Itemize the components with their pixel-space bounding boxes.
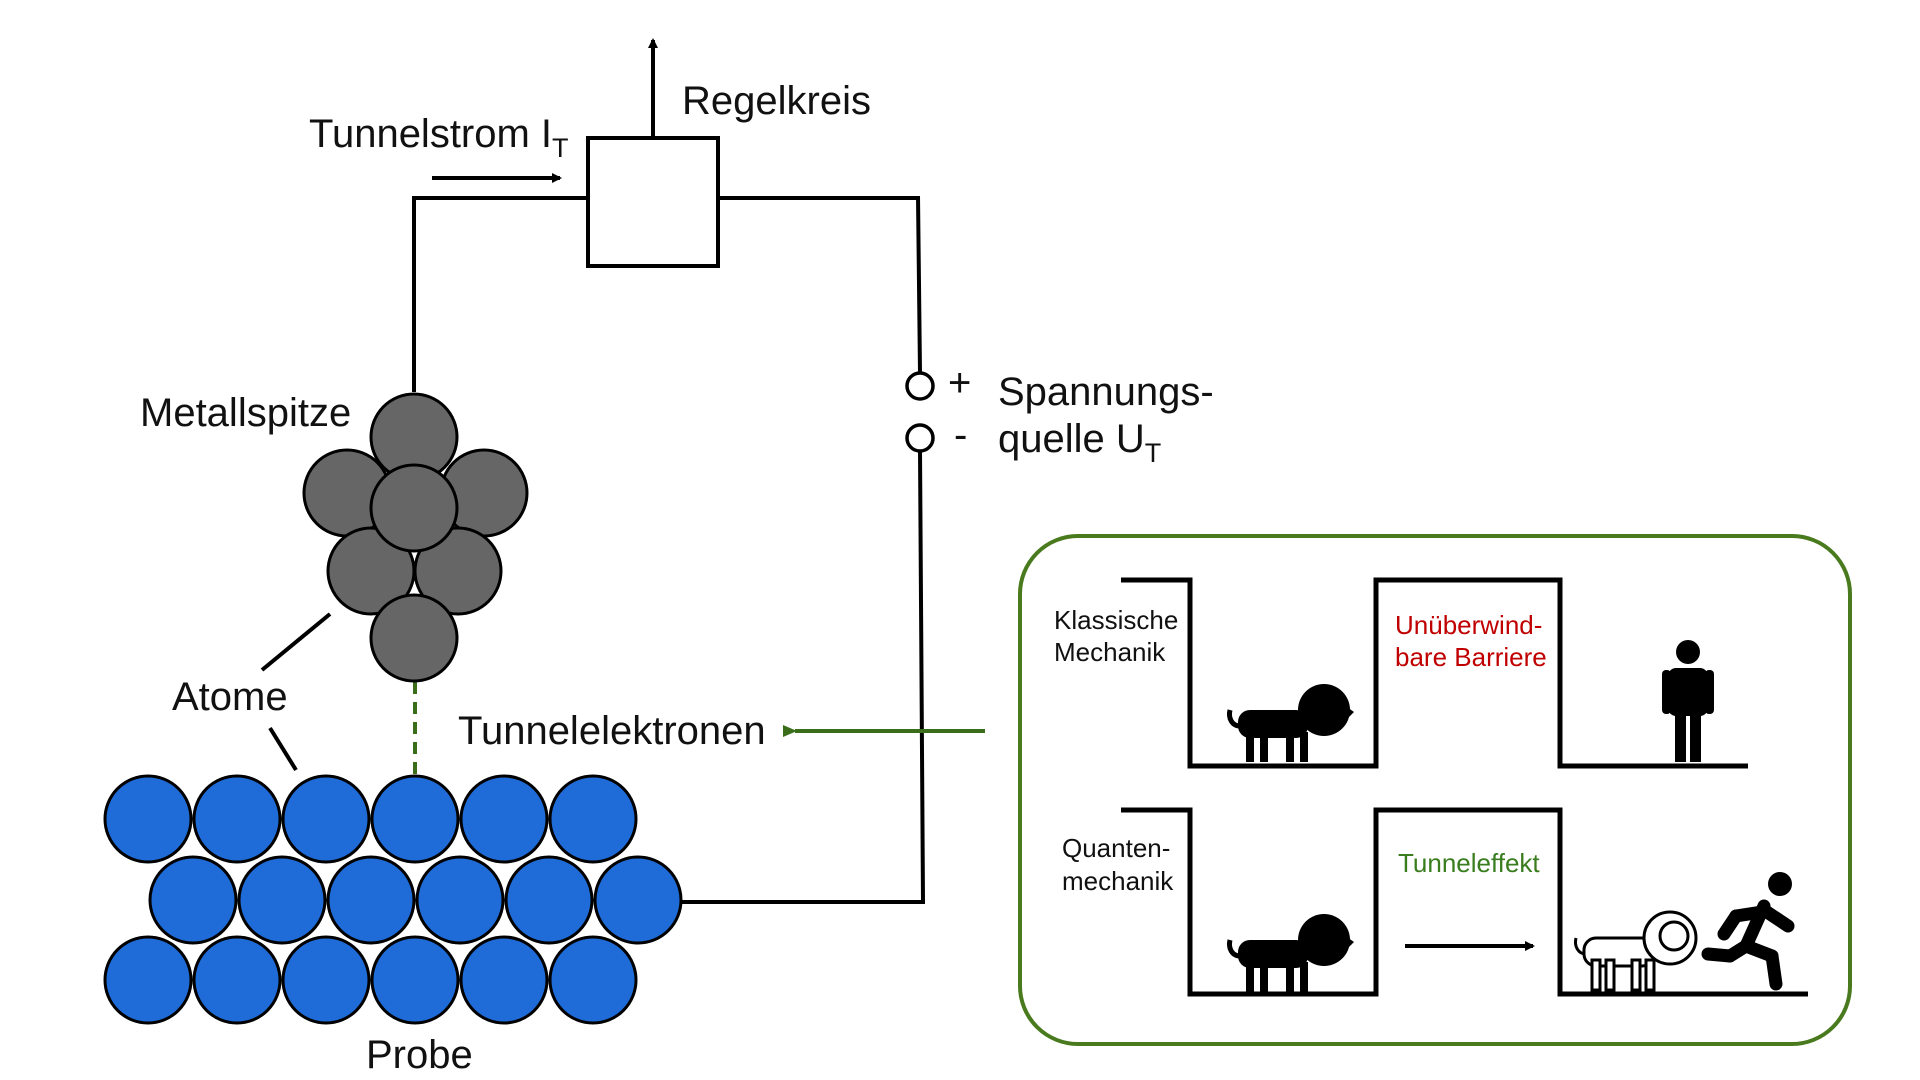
terminal-plus (905, 371, 935, 401)
sample-atom (192, 774, 282, 864)
sample-atom (148, 855, 238, 945)
terminal-minus (905, 423, 935, 453)
lion-outline-icon (1574, 910, 1698, 992)
sample-atom (548, 935, 638, 1025)
classical-label-1: Klassische (1054, 605, 1178, 635)
tunnelstrom-label: Tunnelstrom IT (309, 112, 569, 163)
tip-atom (369, 463, 459, 553)
control-box (586, 136, 720, 268)
sample (103, 774, 683, 1025)
classical-barrier-profile (1121, 577, 1748, 769)
sample-atom (103, 774, 193, 864)
quantum-label-2: mechanik (1062, 866, 1174, 896)
tip-atom (413, 526, 503, 616)
barrier-label-1: Unüberwind- (1395, 610, 1542, 640)
sample-atom (548, 774, 638, 864)
probe-label: Probe (366, 1033, 473, 1077)
wire-right-upper (916, 195, 922, 374)
sample-atom (237, 855, 327, 945)
sample-atom (281, 935, 371, 1025)
plus-sign: + (948, 361, 971, 405)
sample-atom (192, 935, 282, 1025)
tunnelelektronen-label: Tunnelelektronen (458, 709, 766, 753)
sample-atom (459, 774, 549, 864)
sample-atom (415, 855, 505, 945)
quantum-barrier-profile (1121, 807, 1808, 997)
barrier-label-2: bare Barriere (1395, 642, 1547, 672)
atome-pointer-tip (260, 612, 332, 672)
sample-atom (593, 855, 683, 945)
atome-pointer-sample (268, 726, 298, 772)
sample-atom (459, 935, 549, 1025)
atome-label: Atome (172, 675, 288, 719)
running-person-icon (1701, 872, 1795, 991)
voltage-source-label-1: Spannungs- (998, 370, 1214, 414)
minus-sign: - (954, 413, 967, 457)
sample-atom (370, 935, 460, 1025)
tip-atom (369, 593, 459, 683)
sample-atom (281, 774, 371, 864)
quantum-label-1: Quanten- (1062, 833, 1170, 863)
regelkreis-label: Regelkreis (682, 79, 871, 123)
sample-atom (504, 855, 594, 945)
wire-right-lower (918, 450, 925, 903)
voltage-source-label-2: quelle UT (998, 417, 1161, 468)
sample-atom (370, 774, 460, 864)
sample-atom (103, 935, 193, 1025)
classical-label-2: Mechanik (1054, 637, 1166, 667)
metallspitze-label: Metallspitze (140, 391, 351, 435)
person-standing-icon (1662, 640, 1714, 762)
tunnel-effect-label: Tunneleffekt (1398, 848, 1540, 878)
sample-atom (326, 855, 416, 945)
metal-tip (302, 392, 529, 683)
tunneling-inset (1018, 534, 1852, 1046)
